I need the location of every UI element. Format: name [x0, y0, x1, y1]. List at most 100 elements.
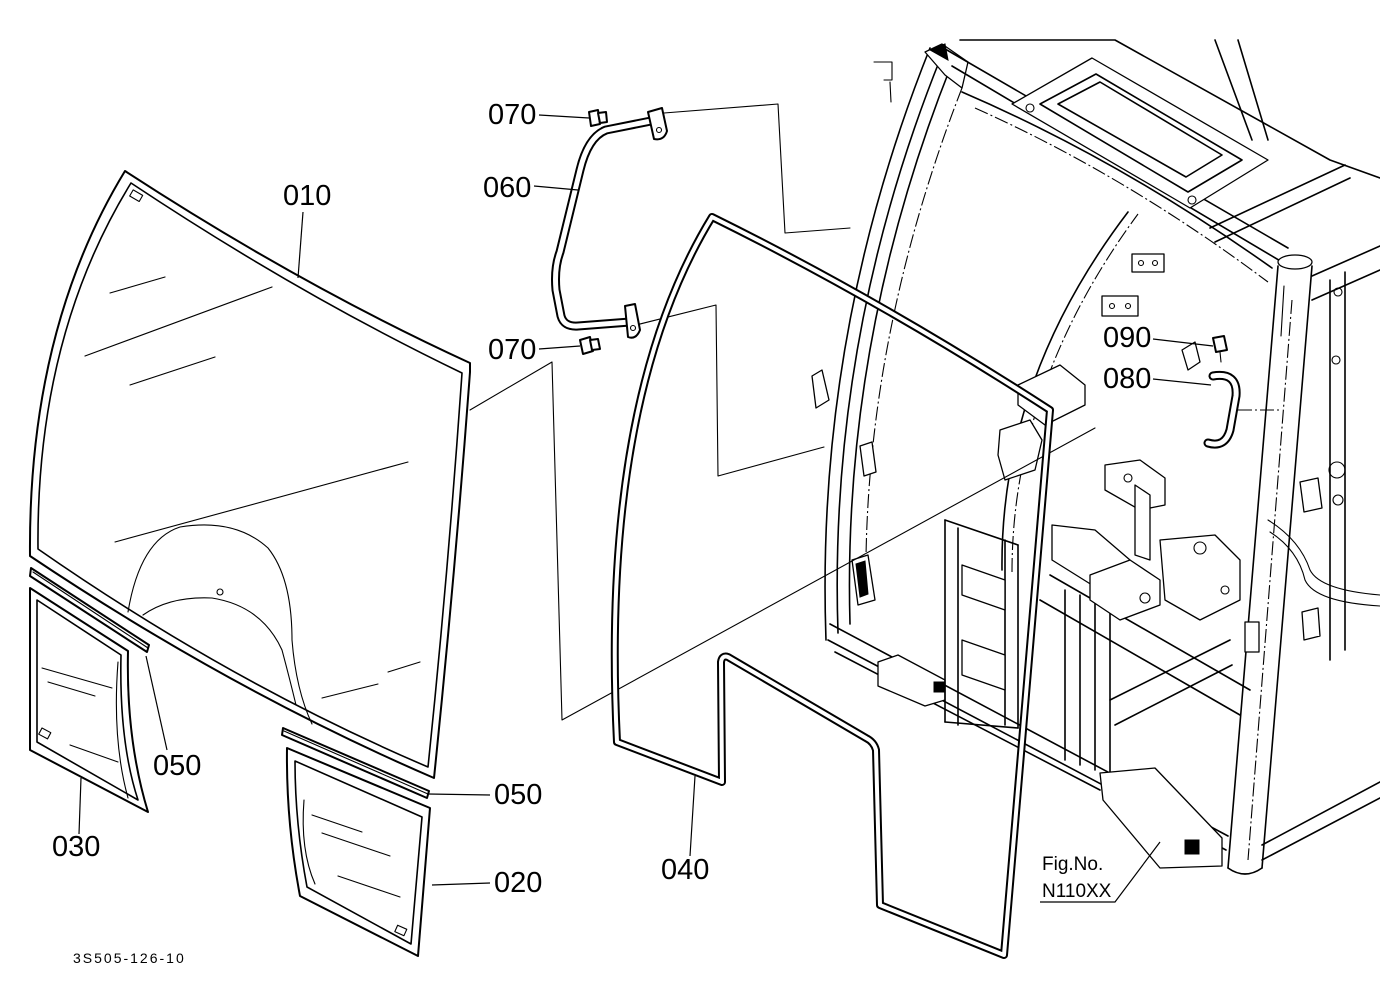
- cab-frame-line: [974, 107, 1269, 283]
- cab-frame-line: [1227, 265, 1279, 869]
- interior-box: [961, 639, 1006, 691]
- leader-050-left: [145, 655, 168, 751]
- pillar-bottom: [1227, 867, 1263, 875]
- cab-frame-line: [1261, 781, 1380, 861]
- grip-body-inner: [1205, 372, 1239, 447]
- cab-frame-line: [1261, 265, 1313, 869]
- frame-hole: [1332, 494, 1344, 506]
- windshield-mark: [129, 189, 144, 203]
- glass-reflection: [311, 814, 363, 833]
- glass-reflection: [321, 832, 391, 857]
- interior-box: [961, 564, 1006, 611]
- frame-hole: [1331, 355, 1341, 365]
- handle-tube-inner: [553, 117, 659, 329]
- cab-frame-line: [1214, 39, 1269, 141]
- callout-070-top: 070: [488, 99, 536, 131]
- screw-shank: [1219, 351, 1222, 363]
- callout-070-bottom: 070: [488, 334, 536, 366]
- strip-050-left: [29, 567, 150, 653]
- bolt-070-bottom: [579, 336, 601, 355]
- strip-inner-line: [283, 730, 429, 795]
- leader-090: [1152, 338, 1214, 347]
- seal-bracket: [1017, 364, 1086, 426]
- callout-090: 090: [1103, 322, 1151, 354]
- callout-060: 060: [483, 172, 531, 204]
- callout-leaders: [78, 114, 1214, 903]
- lower-step: [1099, 767, 1223, 869]
- roof-hatch-opening: [1057, 81, 1223, 178]
- roof-bolt: [1025, 103, 1035, 113]
- cab-frame-line: [1247, 299, 1293, 861]
- windshield-outline: [28, 170, 471, 779]
- pillar-bracket: [859, 441, 877, 477]
- glass-mark: [38, 727, 52, 740]
- callout-010: 010: [283, 180, 331, 212]
- leader-050-right: [427, 793, 491, 796]
- front-mount-box: [877, 654, 946, 707]
- glass-reflection: [321, 683, 379, 699]
- cab-frame-line: [1039, 574, 1251, 716]
- bolt-washer: [597, 111, 608, 124]
- seat-outline: [127, 524, 313, 725]
- leader-040: [689, 775, 696, 857]
- bracket-hole: [655, 126, 663, 134]
- windshield-mount-line: [469, 361, 1096, 721]
- leader-030: [78, 777, 82, 835]
- glass-edge-curve: [302, 799, 316, 885]
- callout-050-right: 050: [494, 779, 542, 811]
- glass-edge-curve: [115, 661, 129, 799]
- grip-bracket: [1181, 341, 1201, 371]
- seal-040: [610, 213, 1054, 959]
- handle-lower-mount-line: [631, 304, 825, 477]
- hinge-hole: [1108, 302, 1116, 310]
- handle-upper-mount-line: [663, 103, 851, 234]
- strip-outline: [29, 567, 150, 653]
- windshield-010: [28, 170, 471, 779]
- callout-040: 040: [661, 854, 709, 886]
- handle-bottom-bracket: [624, 303, 641, 339]
- mount-plate: [1159, 534, 1241, 621]
- handle-tube: [551, 115, 661, 331]
- pillar-cap: [1277, 254, 1313, 270]
- leader-010: [297, 211, 304, 279]
- plate-hole: [1220, 585, 1230, 595]
- plate-hole: [1193, 541, 1207, 555]
- glass-030: [29, 587, 149, 813]
- pillar-bracket: [1244, 621, 1260, 653]
- glass-outline: [285, 747, 431, 957]
- glass-reflection: [69, 744, 119, 763]
- mount-plate: [1134, 484, 1151, 561]
- roof-corner-bracket: [873, 61, 893, 103]
- rear-bracket: [1301, 607, 1321, 641]
- callout-080: 080: [1103, 363, 1151, 395]
- leader-070-top: [538, 114, 590, 119]
- hinge-hole: [1124, 302, 1132, 310]
- glass-reflection: [109, 276, 166, 294]
- bolt-washer: [589, 338, 601, 351]
- leader-060: [533, 185, 579, 191]
- leader-figure-ref: [1040, 841, 1161, 903]
- windshield-inner-frame: [37, 182, 463, 768]
- frame-pipe: [1269, 531, 1380, 607]
- hinge-hole: [1151, 259, 1159, 267]
- callout-020: 020: [494, 867, 542, 899]
- plate-hole: [1123, 473, 1133, 483]
- cab-frame-line: [961, 91, 1273, 269]
- hinge: [1131, 253, 1165, 273]
- roof-bolt: [1187, 195, 1197, 205]
- seat-mark: [216, 588, 224, 596]
- callout-030: 030: [52, 831, 100, 863]
- glass-reflection: [114, 461, 409, 543]
- cab-frame-line: [836, 56, 942, 634]
- screw-head: [1212, 335, 1228, 353]
- cab-frame-line: [944, 519, 1019, 729]
- pillar-clip: [811, 369, 830, 409]
- frame-hole: [1328, 461, 1346, 479]
- strip-050-right: [281, 727, 430, 799]
- figure-ref-number: N110XX: [1042, 881, 1112, 902]
- glass-reflection: [84, 286, 273, 357]
- cab-frame-line: [824, 47, 931, 641]
- drawing-code: 3S505-126-10: [73, 950, 186, 966]
- figure-reference: Fig.No. N110XX: [1042, 854, 1112, 902]
